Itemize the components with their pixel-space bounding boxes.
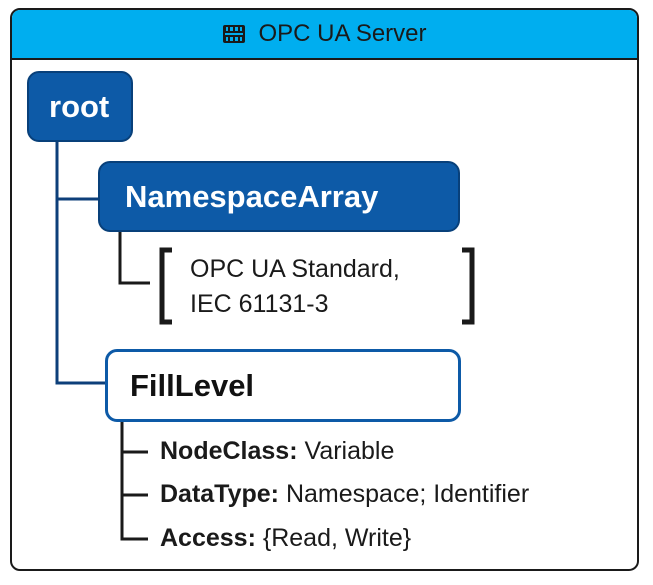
property-data-type: DataType: Namespace; Identifier	[160, 480, 529, 509]
property-value: Namespace; Identifier	[285, 480, 530, 508]
fill-level-label: FillLevel	[130, 367, 255, 403]
namespace-array-values: OPC UA Standard, IEC 61131-3	[190, 252, 400, 322]
property-access: Access: {Read, Write}	[160, 524, 411, 553]
property-key: NodeClass:	[160, 437, 298, 465]
array-value: OPC UA Standard,	[190, 255, 400, 283]
namespace-array-node: NamespaceArray	[98, 161, 460, 232]
property-value: Variable	[304, 437, 395, 465]
array-value: IEC 61131-3	[190, 290, 329, 318]
chip-icon	[223, 25, 246, 43]
root-node-label: root	[49, 88, 110, 124]
fill-level-node: FillLevel	[105, 349, 461, 422]
property-key: Access:	[160, 524, 256, 552]
panel-title: OPC UA Server	[258, 20, 427, 47]
namespace-array-label: NamespaceArray	[125, 178, 379, 214]
property-key: DataType:	[160, 480, 280, 508]
property-node-class: NodeClass: Variable	[160, 437, 394, 466]
root-node: root	[27, 71, 133, 142]
panel-header: OPC UA Server	[12, 10, 637, 60]
property-value: {Read, Write}	[262, 524, 412, 552]
